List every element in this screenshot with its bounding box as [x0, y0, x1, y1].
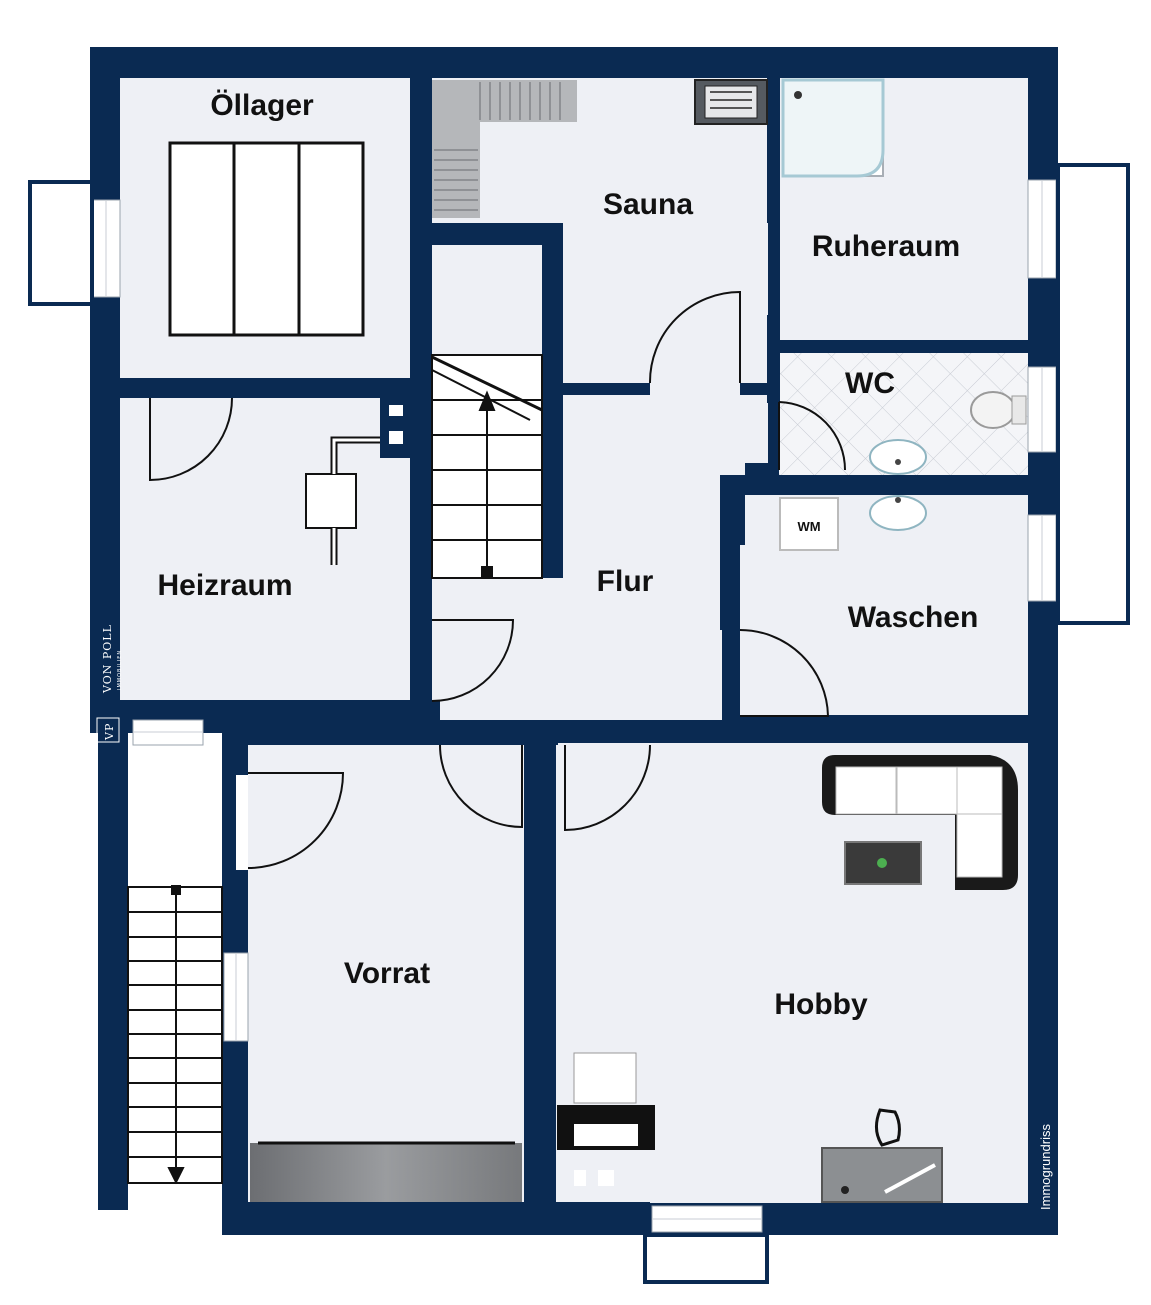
floor-heizraum	[120, 398, 410, 700]
room-label-oellager: Öllager	[210, 89, 314, 122]
sauna-stove-icon	[694, 79, 768, 125]
room-label-vorrat: Vorrat	[344, 957, 430, 990]
door-exterior	[247, 772, 345, 869]
desk-icon	[821, 1108, 943, 1203]
room-labels: Öllager Sauna Ruheraum WC Heizraum Flur …	[157, 89, 978, 1021]
boiler-icon	[305, 436, 380, 565]
sofa-icon	[822, 755, 1018, 890]
oil-tanks	[168, 141, 365, 337]
door-vorrat	[439, 744, 523, 829]
exterior-stair	[127, 885, 223, 1185]
washing-machine: WM	[779, 497, 839, 551]
floor-vorrat	[248, 745, 524, 1202]
svg-text:VP: VP	[103, 723, 116, 741]
door-heizraum	[431, 619, 515, 702]
toilet-icon	[970, 391, 1027, 429]
room-label-waschen: Waschen	[848, 601, 979, 634]
door-waschen	[739, 629, 830, 717]
coffee-table	[844, 841, 922, 885]
shower-icon	[781, 78, 885, 178]
svg-text:IMMOBILIEN: IMMOBILIEN	[117, 650, 123, 690]
room-floors	[120, 78, 1028, 1203]
svg-text:WM: WM	[797, 519, 820, 534]
chimney-vents	[389, 405, 614, 1186]
door-oellager	[149, 397, 233, 482]
room-label-ruheraum: Ruheraum	[812, 230, 960, 263]
watermark: Immogrundriss	[1038, 1124, 1053, 1210]
floor-sauna-lower	[563, 223, 768, 383]
sauna-bench-icon	[432, 80, 577, 218]
brand-logo: VON POLL IMMOBILIEN VP	[96, 624, 123, 743]
door-wc	[778, 401, 846, 471]
sink-icon	[869, 495, 927, 531]
room-label-hobby: Hobby	[774, 988, 868, 1021]
floor-flur-upper	[563, 383, 768, 463]
storage-shelf	[250, 1143, 522, 1202]
windows	[28, 163, 1130, 1284]
door-hobby	[564, 744, 651, 832]
svg-text:VON POLL: VON POLL	[101, 624, 114, 694]
room-label-heizraum: Heizraum	[157, 569, 292, 602]
doors	[149, 290, 846, 869]
room-label-wc: WC	[845, 367, 895, 400]
room-label-flur: Flur	[597, 565, 654, 598]
interior-stair	[431, 354, 543, 579]
sink-icon	[869, 439, 927, 475]
floor-flur-mid	[563, 460, 745, 542]
piano-icon	[557, 1052, 655, 1150]
door-sauna	[648, 290, 741, 384]
room-label-sauna: Sauna	[603, 188, 693, 221]
